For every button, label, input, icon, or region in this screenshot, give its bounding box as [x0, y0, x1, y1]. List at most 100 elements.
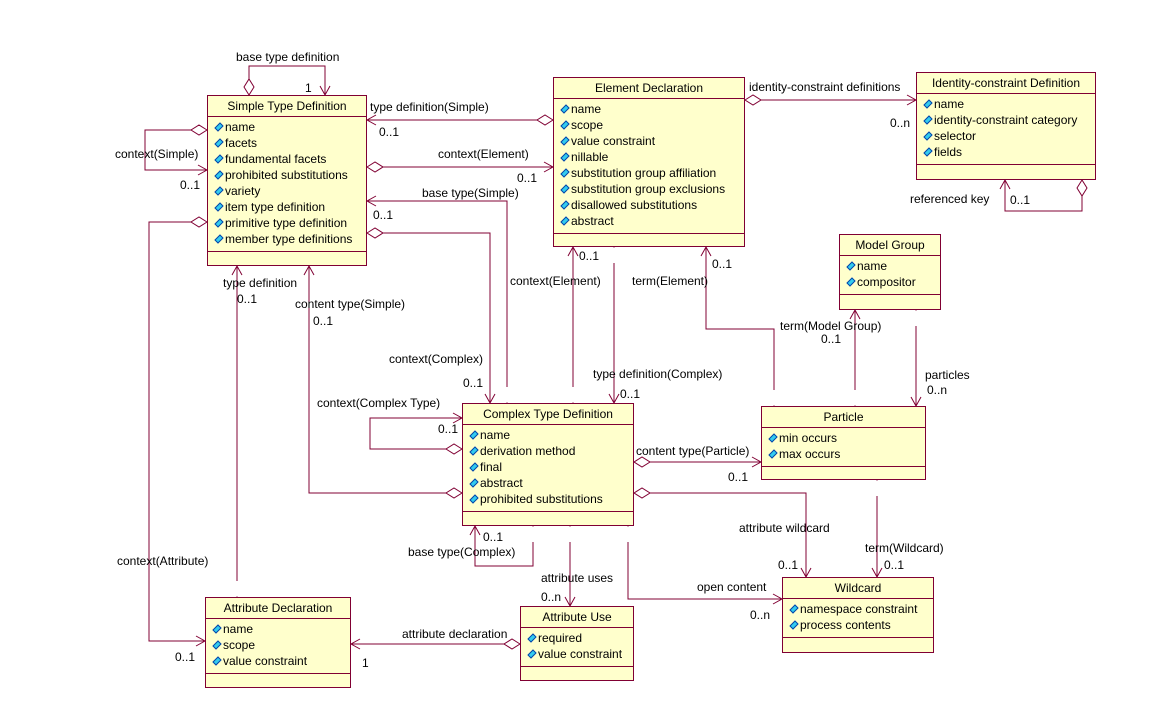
operation-compartment [840, 295, 940, 307]
attribute-name: derivation method [480, 444, 576, 458]
label-referenced-key: referenced key [910, 192, 990, 206]
mult-context-complex-type: 0..1 [438, 422, 459, 436]
attribute-list: namespace constraint process contents [783, 599, 933, 638]
assoc-context-simple [144, 129, 207, 171]
assoc-content-type-simple [308, 266, 446, 494]
attribute-name: name [571, 102, 602, 116]
assoc-term-element [705, 247, 775, 390]
class-attribute: disallowed substitutions [560, 197, 744, 213]
attribute-name: compositor [857, 275, 916, 289]
class-title: Wildcard [783, 578, 933, 599]
assoc-base-type-definition [248, 65, 326, 95]
public-attribute-icon [469, 478, 479, 488]
attribute-name: primitive type definition [225, 216, 348, 230]
label-attribute-wildcard: attribute wildcard [739, 521, 830, 535]
label-context-element-2: context(Element) [510, 274, 601, 288]
label-attribute-uses: attribute uses [541, 571, 614, 585]
class-attribute: name [560, 101, 744, 117]
aggregation-diamond-icon [503, 638, 521, 650]
class-attribute: scope [560, 117, 744, 133]
public-attribute-icon [214, 138, 224, 148]
label-context-element: context(Element) [438, 147, 529, 161]
label-term-model-group: term(Model Group) [780, 319, 882, 333]
attribute-name: process contents [800, 618, 891, 632]
attribute-name: name [934, 97, 965, 111]
mult-type-definition-complex: 0..1 [620, 387, 641, 401]
class-title: Model Group [840, 235, 940, 256]
attribute-name: prohibited substitutions [480, 492, 603, 506]
assoc-attribute-wildcard [650, 492, 807, 577]
label-identity-constraint-definitions: identity-constraint definitions [749, 80, 901, 94]
aggregation-diamond-icon [366, 161, 384, 173]
label-content-type-particle: content type(Particle) [636, 444, 750, 458]
mult-content-type-particle: 0..1 [728, 470, 749, 484]
aggregation-diamond-icon [633, 487, 651, 499]
class-attribute: namespace constraint [789, 601, 933, 617]
attribute-name: name [480, 428, 511, 442]
navigation-arrow-icon [567, 245, 579, 257]
mult-term-wildcard: 0..1 [884, 558, 905, 572]
class-attribute: item type definition [214, 199, 366, 215]
class-attribute: value constraint [527, 646, 633, 662]
assoc-context-attribute [148, 221, 205, 642]
attribute-name: name [225, 120, 256, 134]
label-context-complex-type: context(Complex Type) [317, 396, 441, 410]
public-attribute-icon [789, 620, 799, 630]
public-attribute-icon [212, 640, 222, 650]
mult-context-complex: 0..1 [463, 376, 484, 390]
mult-base-type-simple: 0..1 [373, 208, 394, 222]
label-context-attribute: context(Attribute) [117, 554, 209, 568]
class-attribute: process contents [789, 617, 933, 633]
attribute-name: fields [934, 145, 963, 159]
attribute-name: member type definitions [225, 232, 353, 246]
attribute-name: facets [225, 136, 258, 150]
mult-referenced-key: 0..1 [1010, 193, 1031, 207]
class-title: Particle [762, 407, 925, 428]
navigation-arrow-icon [365, 114, 377, 126]
public-attribute-icon [212, 656, 222, 666]
class-simple-type-definition[interactable]: Simple Type Definition name facets fundame… [207, 95, 367, 266]
attribute-name: namespace constraint [800, 602, 918, 616]
navigation-arrow-icon [849, 308, 861, 320]
attribute-name: final [480, 460, 503, 474]
public-attribute-icon [923, 131, 933, 141]
public-attribute-icon [469, 430, 479, 440]
class-title: Attribute Use [521, 607, 633, 628]
mult-context-simple: 0..1 [180, 178, 201, 192]
public-attribute-icon [560, 216, 570, 226]
public-attribute-icon [527, 649, 537, 659]
class-attribute: name [214, 119, 366, 135]
class-attribute: name [469, 427, 633, 443]
public-attribute-icon [768, 433, 778, 443]
public-attribute-icon [560, 200, 570, 210]
public-attribute-icon [527, 633, 537, 643]
attribute-name: substitution group exclusions [571, 182, 726, 196]
attribute-name: selector [934, 129, 977, 143]
mult-type-definition: 0..1 [237, 292, 258, 306]
label-type-definition-simple: type definition(Simple) [370, 100, 489, 114]
class-attribute: selector [923, 128, 1095, 144]
operation-compartment [521, 667, 633, 679]
label-base-type-simple: base type(Simple) [422, 186, 519, 200]
attribute-name: value constraint [571, 134, 656, 148]
label-particles: particles [925, 368, 970, 382]
class-wildcard[interactable]: Wildcard namespace constraint process con… [782, 577, 934, 653]
class-title: Simple Type Definition [208, 96, 366, 117]
attribute-name: nillable [571, 150, 609, 164]
public-attribute-icon [469, 446, 479, 456]
aggregation-diamond-icon [536, 114, 554, 126]
navigation-arrow-icon [303, 264, 315, 276]
class-attribute: identity-constraint category [923, 112, 1095, 128]
attribute-name: fundamental facets [225, 152, 327, 166]
attribute-name: abstract [480, 476, 523, 490]
operation-compartment [762, 467, 925, 479]
